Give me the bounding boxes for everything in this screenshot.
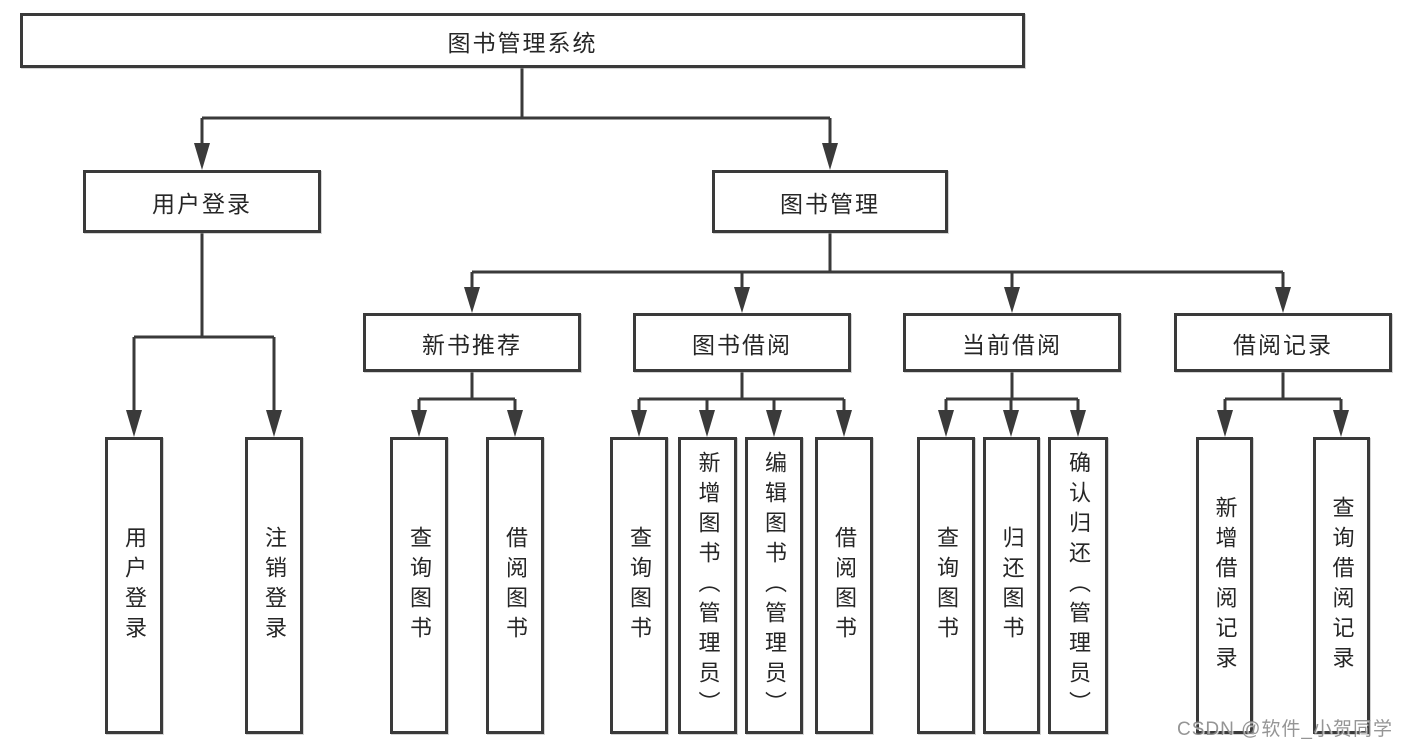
node-label: 新增图书（管理员） [695,450,721,721]
node-label: 查询借阅记录 [1329,495,1355,676]
node-label: 借阅图书 [503,525,528,646]
leaf-current-return-books: 归还图书 [983,437,1040,734]
node-book-borrow: 图书借阅 [633,313,851,372]
node-label: 图书管理系统 [447,29,598,56]
node-label: 注销登录 [262,525,287,646]
node-label: 确认归还（管理员） [1066,450,1091,721]
node-borrow-records: 借阅记录 [1174,313,1392,372]
node-label: 查询图书 [407,525,432,646]
node-label: 用户登录 [152,190,252,217]
node-new-book-recommend: 新书推荐 [363,313,581,372]
leaf-logout: 注销登录 [245,437,303,734]
leaf-user-login: 用户登录 [105,437,163,734]
node-user-login: 用户登录 [83,170,321,233]
leaf-borrow-query-books: 查询图书 [610,437,668,734]
node-current-borrow: 当前借阅 [903,313,1121,372]
leaf-records-add-record: 新增借阅记录 [1196,437,1253,734]
node-label: 借阅图书 [832,525,857,646]
node-library-management-system: 图书管理系统 [20,13,1025,68]
leaf-borrow-borrow-books: 借阅图书 [815,437,873,734]
node-label: 当前借阅 [962,331,1062,358]
leaf-recommend-borrow-books: 借阅图书 [486,437,544,734]
node-label: 图书借阅 [692,331,792,358]
node-label: 借阅记录 [1233,331,1333,358]
node-label: 查询图书 [934,525,959,646]
node-label: 图书管理 [780,190,880,217]
node-label: 新增借阅记录 [1212,495,1238,676]
node-label: 用户登录 [122,525,147,646]
leaf-records-query-record: 查询借阅记录 [1313,437,1370,734]
leaf-current-confirm-return-admin: 确认归还（管理员） [1048,437,1108,734]
node-label: 编辑图书（管理员） [762,450,787,721]
node-label: 查询图书 [627,525,652,646]
leaf-borrow-add-books-admin: 新增图书（管理员） [678,437,737,734]
leaf-recommend-query-books: 查询图书 [390,437,448,734]
node-label: 归还图书 [999,525,1025,646]
node-book-management: 图书管理 [712,170,948,233]
leaf-current-query-books: 查询图书 [917,437,975,734]
csdn-watermark: CSDN @软件_小贺同学 [1177,719,1393,740]
node-label: 新书推荐 [422,331,522,358]
leaf-borrow-edit-books-admin: 编辑图书（管理员） [745,437,803,734]
